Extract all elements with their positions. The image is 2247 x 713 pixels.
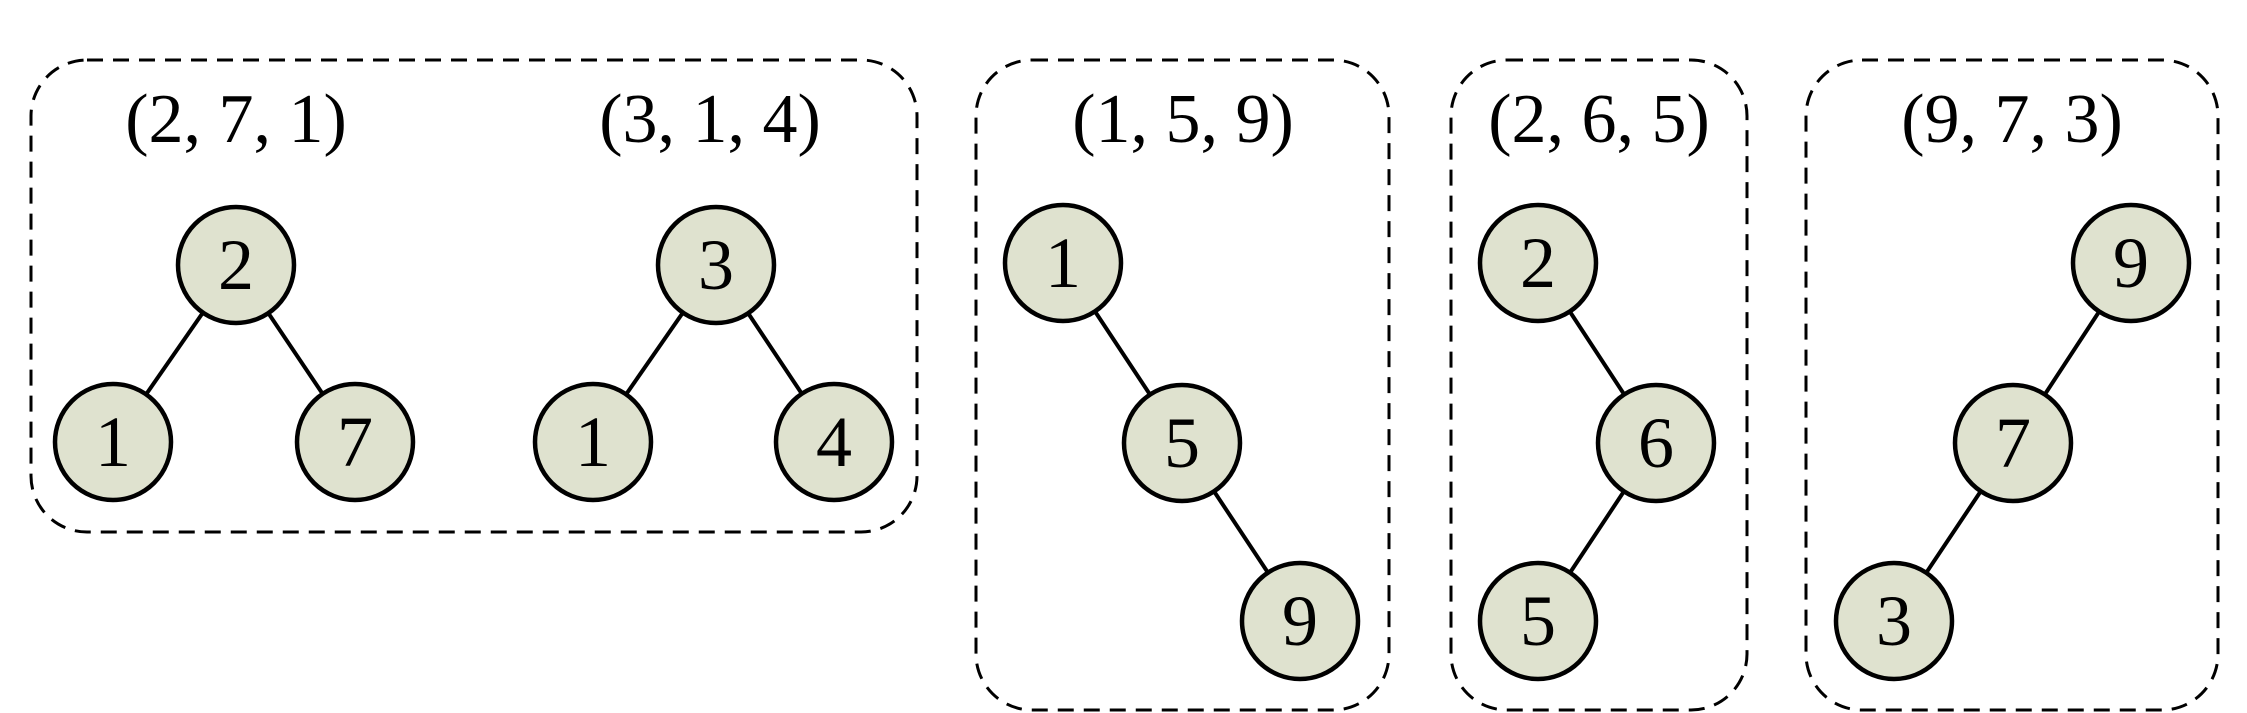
node-label: 7 bbox=[337, 402, 373, 482]
node-label: 9 bbox=[1282, 581, 1318, 661]
tree-node: 2 bbox=[175, 204, 297, 326]
tree-label: (2, 6, 5) bbox=[1488, 81, 1710, 158]
group-tree-2-6-5: (2, 6, 5) 2 6 5 bbox=[1449, 58, 1749, 712]
group-tree-9-7-3: (9, 7, 3) 9 7 3 bbox=[1804, 58, 2220, 712]
node-label: 1 bbox=[575, 402, 611, 482]
group-box-4 bbox=[1804, 58, 2220, 712]
tree-node: 7 bbox=[294, 381, 416, 503]
tree-label: (3, 1, 4) bbox=[599, 81, 821, 158]
node-label: 3 bbox=[1876, 581, 1912, 661]
node-label: 1 bbox=[1045, 223, 1081, 303]
node-label: 2 bbox=[218, 225, 254, 305]
tree-node: 7 bbox=[1952, 382, 2074, 504]
tree-node: 9 bbox=[1239, 560, 1361, 682]
node-label: 2 bbox=[1520, 223, 1556, 303]
node-label: 5 bbox=[1520, 581, 1556, 661]
node-label: 4 bbox=[816, 402, 852, 482]
group-box-3 bbox=[1449, 58, 1749, 712]
tree-node: 1 bbox=[532, 381, 654, 503]
tree-node: 2 bbox=[1477, 202, 1599, 324]
tree-3-1-4: (3, 1, 4) 3 1 4 bbox=[532, 81, 895, 503]
tree-node: 4 bbox=[773, 381, 895, 503]
group-balanced-trees: (2, 7, 1) 2 1 7 (3, 1, 4) 3 bbox=[29, 58, 919, 534]
node-label: 3 bbox=[698, 225, 734, 305]
node-label: 1 bbox=[95, 402, 131, 482]
tree-node: 3 bbox=[655, 204, 777, 326]
tree-node: 1 bbox=[52, 381, 174, 503]
group-box-2 bbox=[974, 58, 1391, 712]
group-tree-1-5-9: (1, 5, 9) 1 5 9 bbox=[974, 58, 1391, 712]
group-box-1 bbox=[29, 58, 919, 534]
node-label: 7 bbox=[1995, 403, 2031, 483]
tree-2-7-1: (2, 7, 1) 2 1 7 bbox=[52, 81, 416, 503]
tree-label: (2, 7, 1) bbox=[125, 81, 347, 158]
node-label: 6 bbox=[1638, 403, 1674, 483]
node-label: 5 bbox=[1164, 403, 1200, 483]
node-label: 9 bbox=[2113, 223, 2149, 303]
tree-node: 5 bbox=[1121, 382, 1243, 504]
tree-label: (1, 5, 9) bbox=[1072, 81, 1294, 158]
tree-node: 3 bbox=[1833, 560, 1955, 682]
tree-node: 6 bbox=[1595, 382, 1717, 504]
tree-label: (9, 7, 3) bbox=[1901, 81, 2123, 158]
tree-node: 1 bbox=[1002, 202, 1124, 324]
tree-node: 9 bbox=[2070, 202, 2192, 324]
tree-node: 5 bbox=[1477, 560, 1599, 682]
